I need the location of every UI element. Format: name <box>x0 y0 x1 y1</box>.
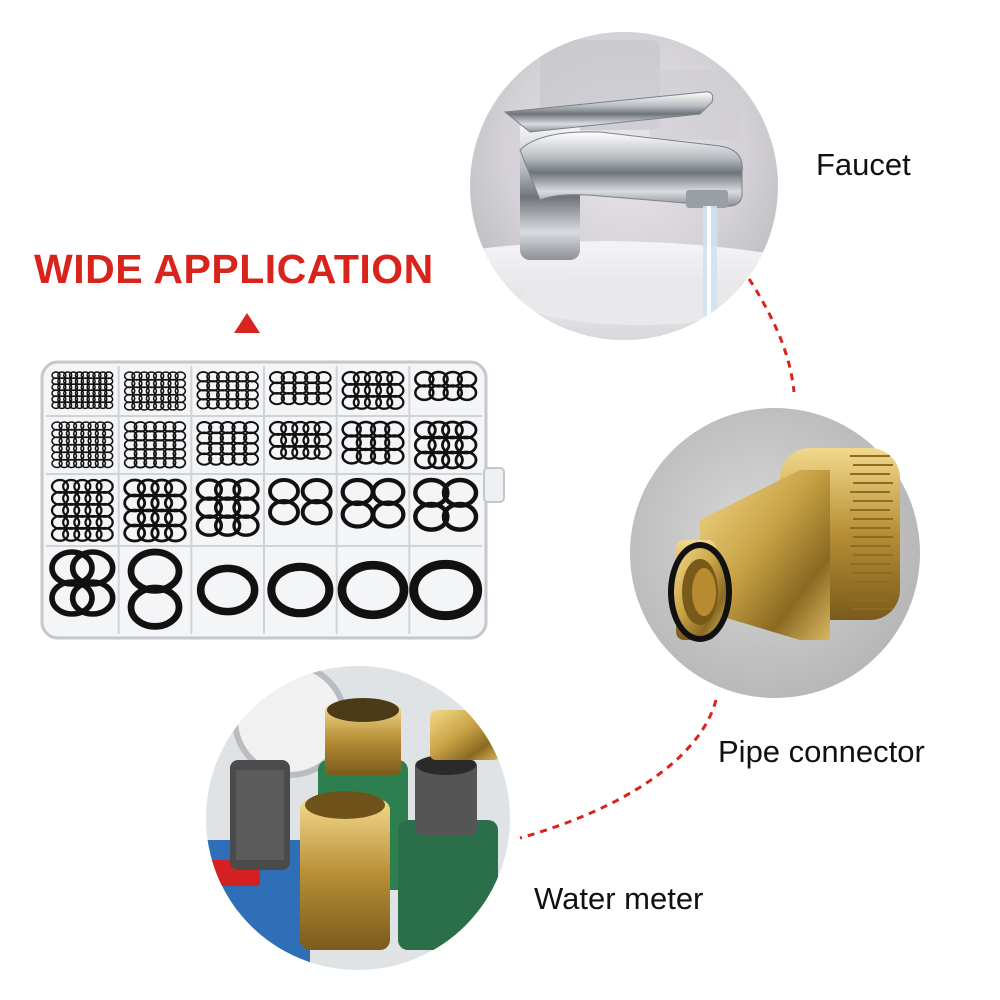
headline: WIDE APPLICATION <box>34 246 434 292</box>
oring-assortment-box <box>40 360 505 640</box>
water-meter-photo <box>206 666 510 970</box>
faucet-photo <box>470 32 778 340</box>
label-water-meter: Water meter <box>534 881 704 916</box>
label-pipe-connector: Pipe connector <box>718 734 925 769</box>
triangle-up-icon <box>234 313 260 333</box>
label-faucet: Faucet <box>816 147 911 182</box>
connector-line-faucet <box>740 267 796 393</box>
pipe-connector-photo <box>630 408 920 698</box>
connector-line-pipe <box>519 699 718 840</box>
